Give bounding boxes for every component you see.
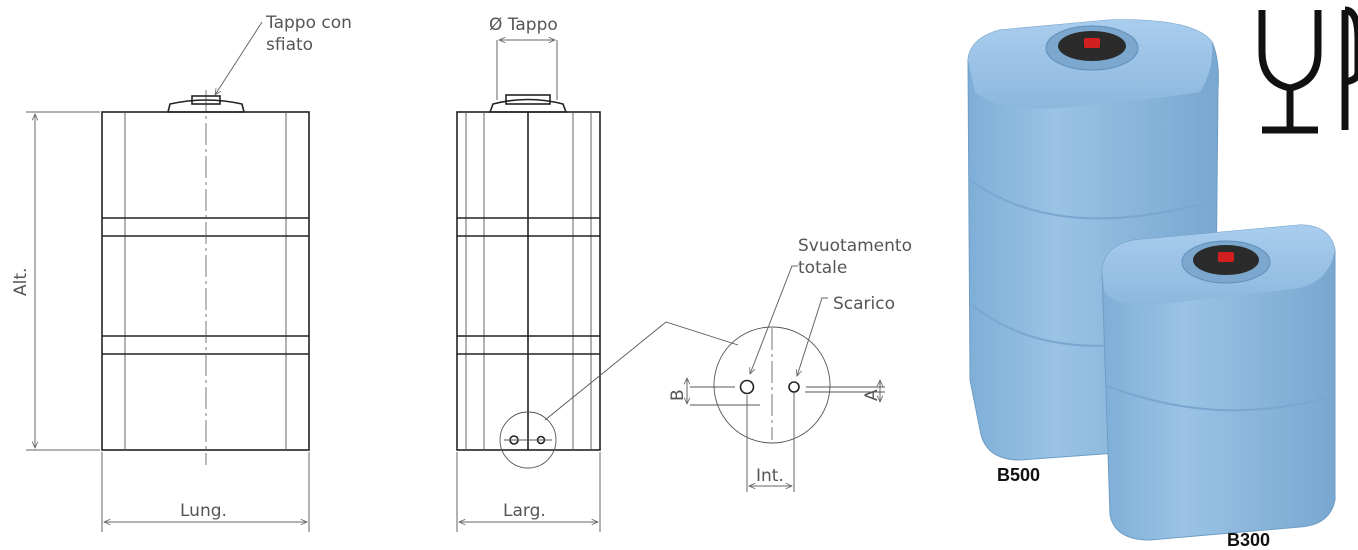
model-b300-label: B300: [1227, 530, 1270, 550]
vent-cap-label-1: Tappo con: [265, 13, 352, 33]
spacing-label: Int.: [756, 466, 784, 486]
dim-b-label: B: [668, 389, 688, 401]
height-label: Alt.: [11, 268, 31, 296]
detail-circle: [713, 326, 831, 444]
tank-b300-render: B300: [1101, 224, 1336, 550]
front-tank-outline: [101, 111, 310, 451]
vent-cap: [166, 95, 246, 113]
side-cap: [488, 94, 568, 113]
full-drain-label-2: totale: [798, 258, 847, 278]
full-drain-label-1: Svuotamento: [798, 236, 912, 256]
width-label: Larg.: [503, 501, 546, 521]
drain-label: Scarico: [833, 294, 895, 314]
model-b500-label: B500: [997, 465, 1040, 485]
side-view: Ø Tappo Larg.: [456, 15, 739, 532]
drain-detail-circle: [499, 411, 557, 469]
length-label: Lung.: [180, 501, 227, 521]
drain-detail: B A Int. Svuotamento totale Scarico: [668, 236, 912, 492]
front-view: Tappo con sfiato Alt. Lung.: [11, 13, 352, 532]
dim-a-label: A: [862, 389, 882, 401]
cap-diameter-label: Ø Tappo: [489, 15, 558, 35]
vent-cap-label-2: sfiato: [266, 35, 313, 55]
detail-drain-hole: [788, 381, 800, 393]
detail-full-drain-hole: [739, 379, 755, 395]
food-safe-glass-fork-icon: [1258, 6, 1358, 134]
detail-leader: [544, 321, 739, 421]
